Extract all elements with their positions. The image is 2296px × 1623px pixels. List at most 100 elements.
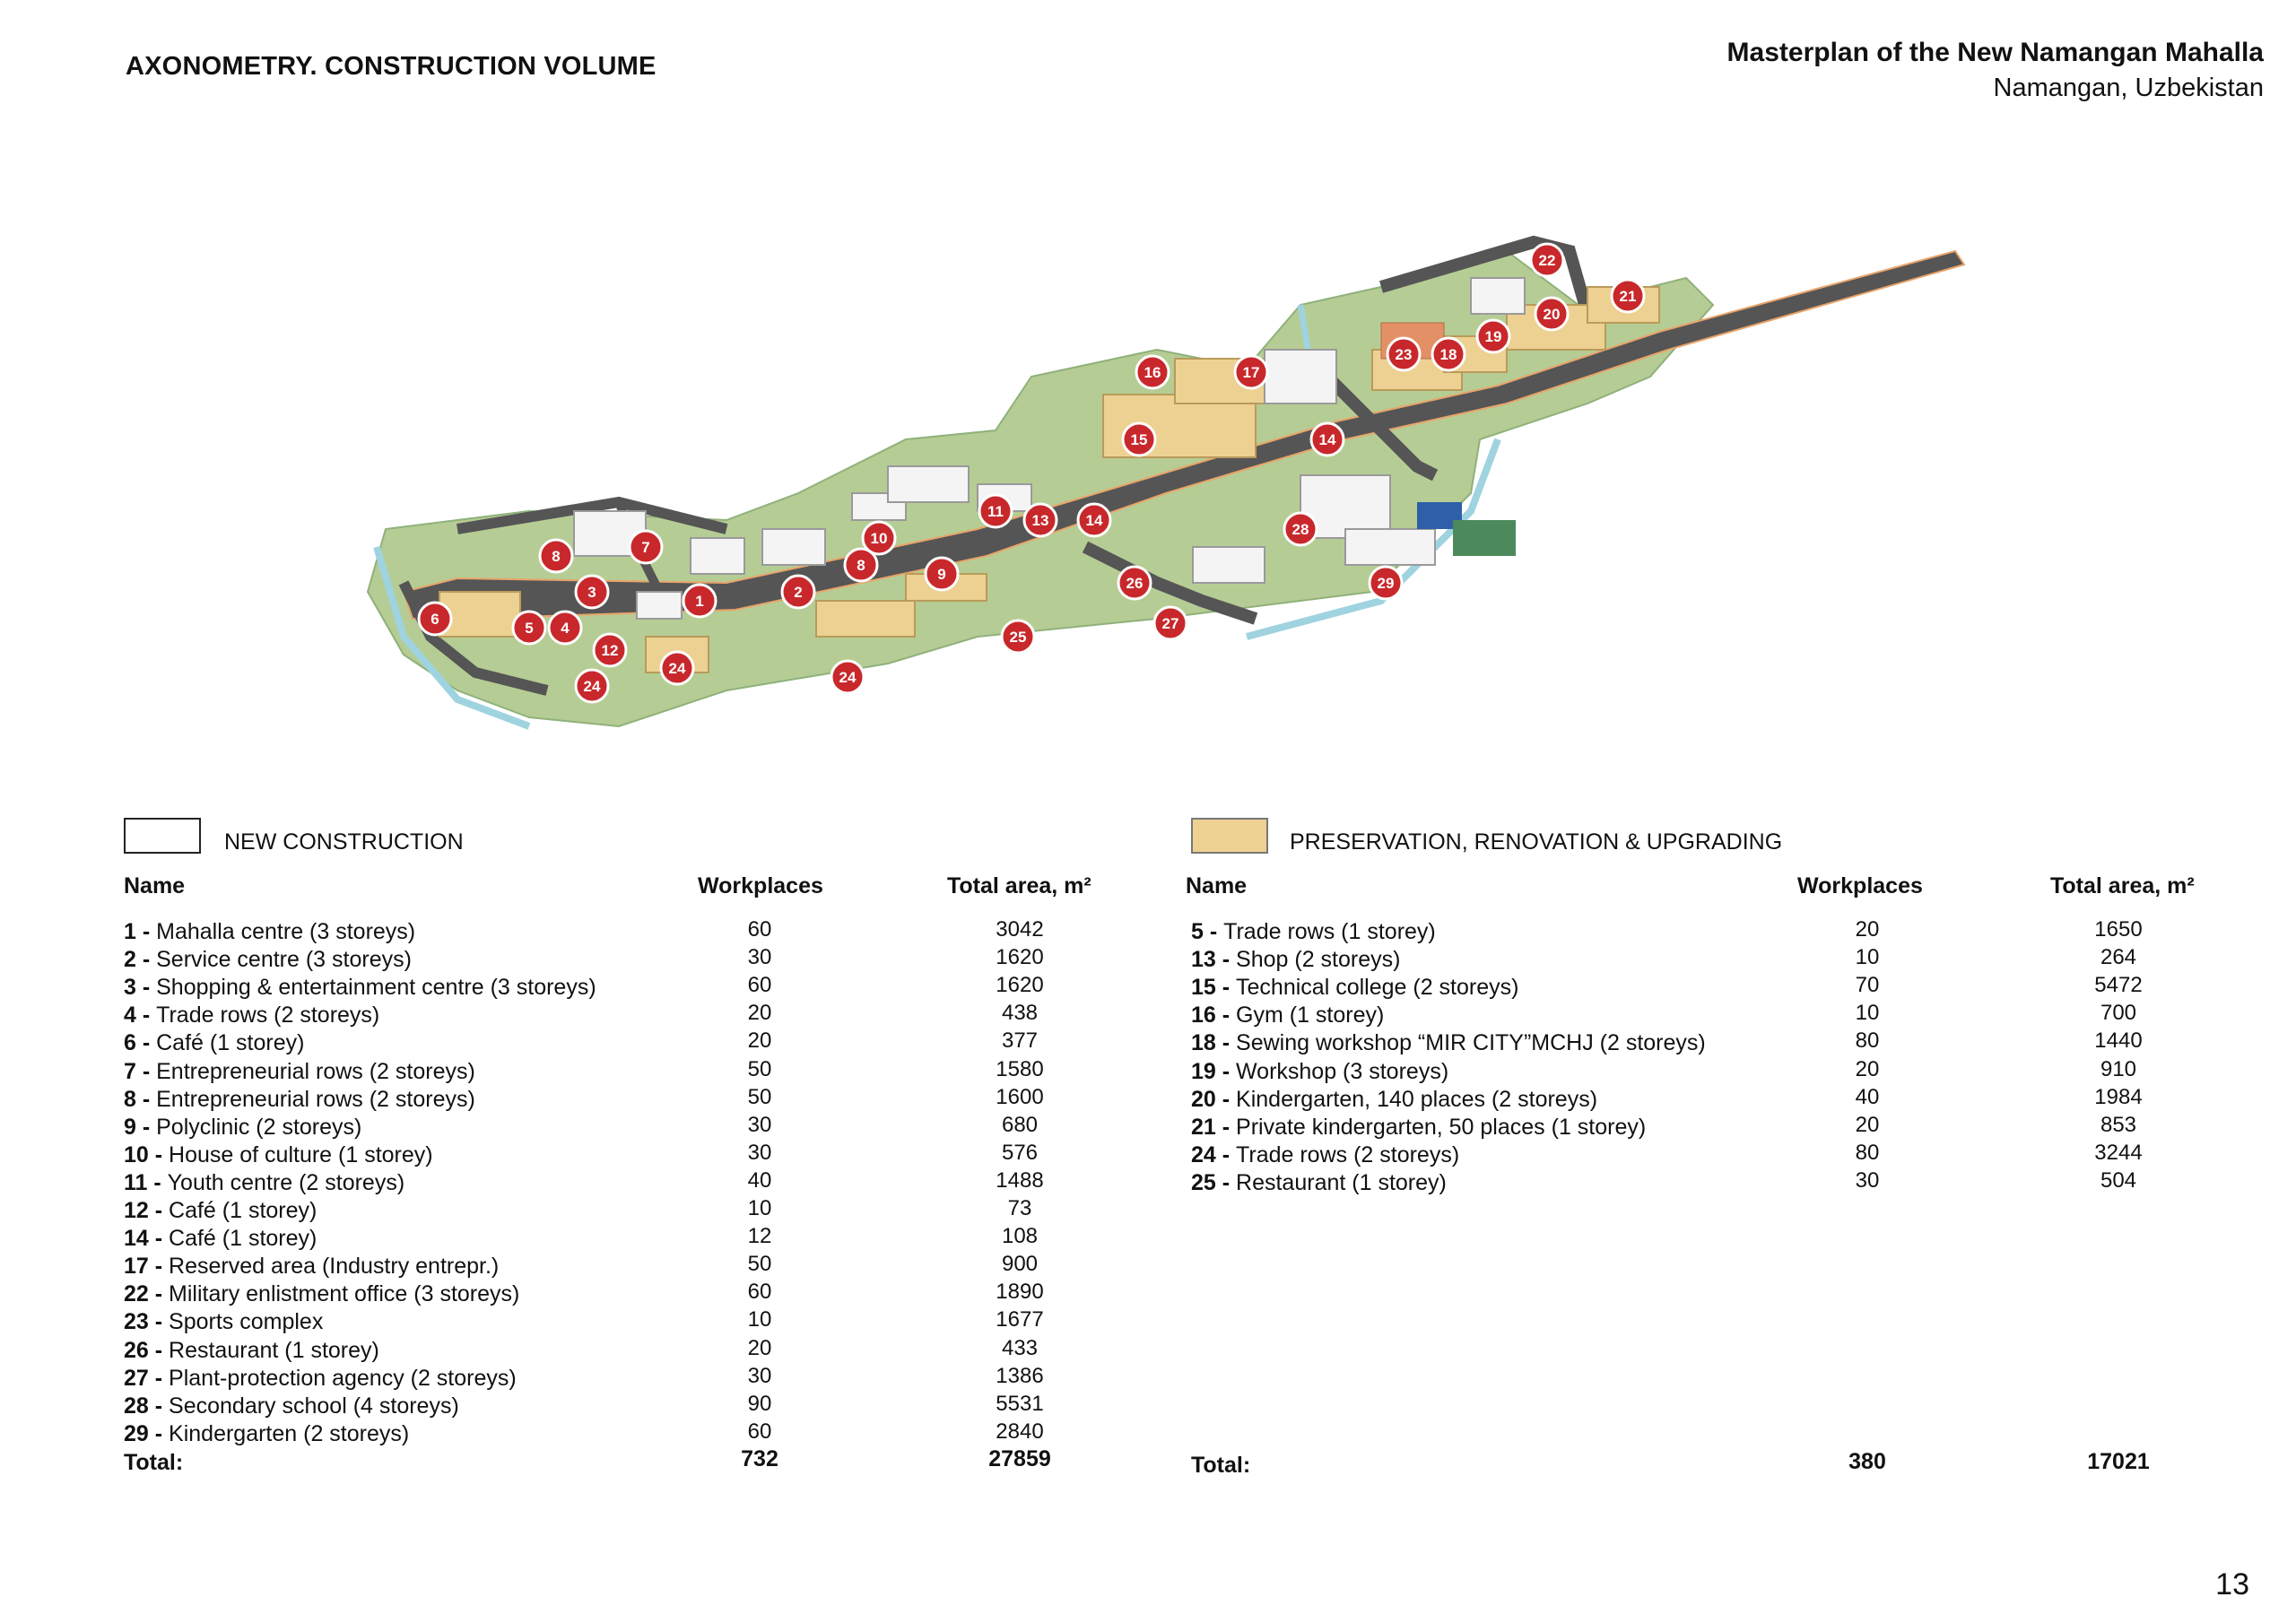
secondary-road-west xyxy=(457,496,728,534)
svg-text:5: 5 xyxy=(525,620,533,637)
row-name: Private kindergarten, 50 places (1 store… xyxy=(1236,1114,1647,1140)
map-marker-19: 19 xyxy=(1475,318,1511,354)
row-workplaces: 20 xyxy=(747,1001,772,1026)
table-new-header-workplaces: Workplaces xyxy=(698,873,823,898)
svg-text:7: 7 xyxy=(641,539,649,556)
row-name: Kindergarten, 140 places (2 storeys) xyxy=(1236,1086,1598,1112)
row-number: 14 - xyxy=(124,1226,170,1252)
row-workplaces: 30 xyxy=(747,1363,772,1388)
total-workplaces: 732 xyxy=(741,1446,778,1471)
svg-text:20: 20 xyxy=(1544,306,1561,323)
row-area: 1488 xyxy=(996,1167,1044,1193)
row-number: 29 - xyxy=(124,1420,170,1446)
table-row: 24 - Trade rows (2 storeys) xyxy=(1191,1142,1459,1170)
map-marker-21: 21 xyxy=(1610,278,1646,314)
row-number: 16 - xyxy=(1191,1002,1237,1028)
map-marker-8: 8 xyxy=(538,538,574,574)
map-marker-25: 25 xyxy=(1000,619,1036,655)
row-number: 27 - xyxy=(124,1365,170,1391)
table-row: 25 - Restaurant (1 storey) xyxy=(1191,1170,1447,1198)
row-number: 19 - xyxy=(1191,1058,1237,1084)
row-name: Shopping & entertainment centre (3 store… xyxy=(156,975,596,1001)
table-new-header-name: Name xyxy=(124,873,186,898)
map-marker-24: 24 xyxy=(659,650,695,686)
svg-text:22: 22 xyxy=(1539,252,1556,269)
svg-text:9: 9 xyxy=(937,566,945,583)
row-area: 5531 xyxy=(996,1391,1044,1416)
row-area: 3042 xyxy=(996,917,1044,942)
svg-text:15: 15 xyxy=(1131,431,1148,448)
row-workplaces: 60 xyxy=(747,1419,772,1444)
row-workplaces: 30 xyxy=(1855,1167,1880,1193)
row-workplaces: 20 xyxy=(747,1028,772,1054)
row-number: 11 - xyxy=(124,1169,168,1195)
row-name: Gym (1 storey) xyxy=(1236,1002,1385,1028)
row-number: 6 - xyxy=(124,1030,157,1056)
svg-text:18: 18 xyxy=(1440,346,1457,363)
row-number: 25 - xyxy=(1191,1169,1237,1195)
row-name: Reserved area (Industry entrepr.) xyxy=(169,1254,500,1280)
table-row: 27 - Plant-protection agency (2 storeys) xyxy=(124,1366,517,1393)
row-number: 15 - xyxy=(1191,975,1237,1001)
row-name: Youth centre (2 storeys) xyxy=(167,1169,405,1195)
row-workplaces: 60 xyxy=(747,917,772,942)
map-marker-3: 3 xyxy=(574,574,610,610)
total-area: 17021 xyxy=(2087,1449,2150,1474)
row-workplaces: 10 xyxy=(747,1307,772,1332)
row-workplaces: 20 xyxy=(1855,917,1880,942)
table-row: 12 - Café (1 storey) xyxy=(124,1198,317,1226)
svg-text:14: 14 xyxy=(1086,512,1103,529)
row-number: 2 - xyxy=(124,947,157,973)
total-label: Total: xyxy=(124,1450,184,1475)
row-name: Trade rows (2 storeys) xyxy=(1236,1141,1460,1167)
map-marker-17: 17 xyxy=(1233,354,1269,390)
table-row: 23 - Sports complex xyxy=(124,1309,323,1337)
row-area: 377 xyxy=(1001,1028,1039,1054)
table-preserved-header-area: Total area, m² xyxy=(2050,873,2195,898)
row-workplaces: 12 xyxy=(747,1224,772,1249)
table-row: 4 - Trade rows (2 storeys) xyxy=(124,1002,379,1030)
project-location: Namangan, Uzbekistan xyxy=(1993,74,2264,102)
table-row: 15 - Technical college (2 storeys) xyxy=(1191,975,1518,1002)
table-preserved-header-name: Name xyxy=(1186,873,1248,898)
map-marker-22: 22 xyxy=(1529,242,1565,278)
table-row: 28 - Secondary school (4 storeys) xyxy=(124,1393,459,1421)
table-row: 14 - Café (1 storey) xyxy=(124,1226,317,1254)
row-number: 26 - xyxy=(124,1337,170,1363)
row-workplaces: 40 xyxy=(747,1167,772,1193)
school-field xyxy=(1453,520,1516,556)
map-marker-23: 23 xyxy=(1386,336,1422,372)
row-name: Café (1 storey) xyxy=(156,1030,305,1056)
row-number: 24 - xyxy=(1191,1141,1237,1167)
row-name: Kindergarten (2 storeys) xyxy=(169,1420,410,1446)
svg-text:4: 4 xyxy=(561,620,570,637)
total-workplaces: 380 xyxy=(1848,1449,1886,1474)
row-area: 1620 xyxy=(996,973,1044,998)
table-row: 3 - Shopping & entertainment centre (3 s… xyxy=(124,975,596,1002)
legend-swatch-preservation xyxy=(1191,818,1268,854)
table-preserved-header-workplaces: Workplaces xyxy=(1797,873,1923,898)
row-name: Service centre (3 storeys) xyxy=(156,947,412,973)
row-name: Military enlistment office (3 storeys) xyxy=(169,1281,520,1307)
row-name: Polyclinic (2 storeys) xyxy=(156,1114,362,1140)
row-workplaces: 20 xyxy=(747,1335,772,1360)
table-row: 21 - Private kindergarten, 50 places (1 … xyxy=(1191,1115,1646,1142)
row-name: Sports complex xyxy=(169,1309,324,1335)
row-number: 22 - xyxy=(124,1281,170,1307)
table-row: 1 - Mahalla centre (3 storeys) xyxy=(124,919,415,947)
row-workplaces: 50 xyxy=(747,1084,772,1109)
row-area: 1677 xyxy=(996,1307,1044,1332)
table-row: 22 - Military enlistment office (3 store… xyxy=(124,1281,519,1309)
map-marker-8: 8 xyxy=(843,547,879,583)
svg-text:6: 6 xyxy=(430,611,439,628)
row-area: 1650 xyxy=(2094,917,2143,942)
row-workplaces: 10 xyxy=(747,1196,772,1220)
map-marker-24: 24 xyxy=(830,659,865,695)
row-workplaces: 30 xyxy=(747,1140,772,1165)
row-area: 5472 xyxy=(2094,973,2143,998)
row-name: Sewing workshop “MIR CITY”MCHJ (2 storey… xyxy=(1236,1030,1706,1056)
row-number: 12 - xyxy=(124,1198,170,1223)
map-marker-20: 20 xyxy=(1534,296,1570,332)
row-name: Entrepreneurial rows (2 storeys) xyxy=(156,1058,475,1084)
